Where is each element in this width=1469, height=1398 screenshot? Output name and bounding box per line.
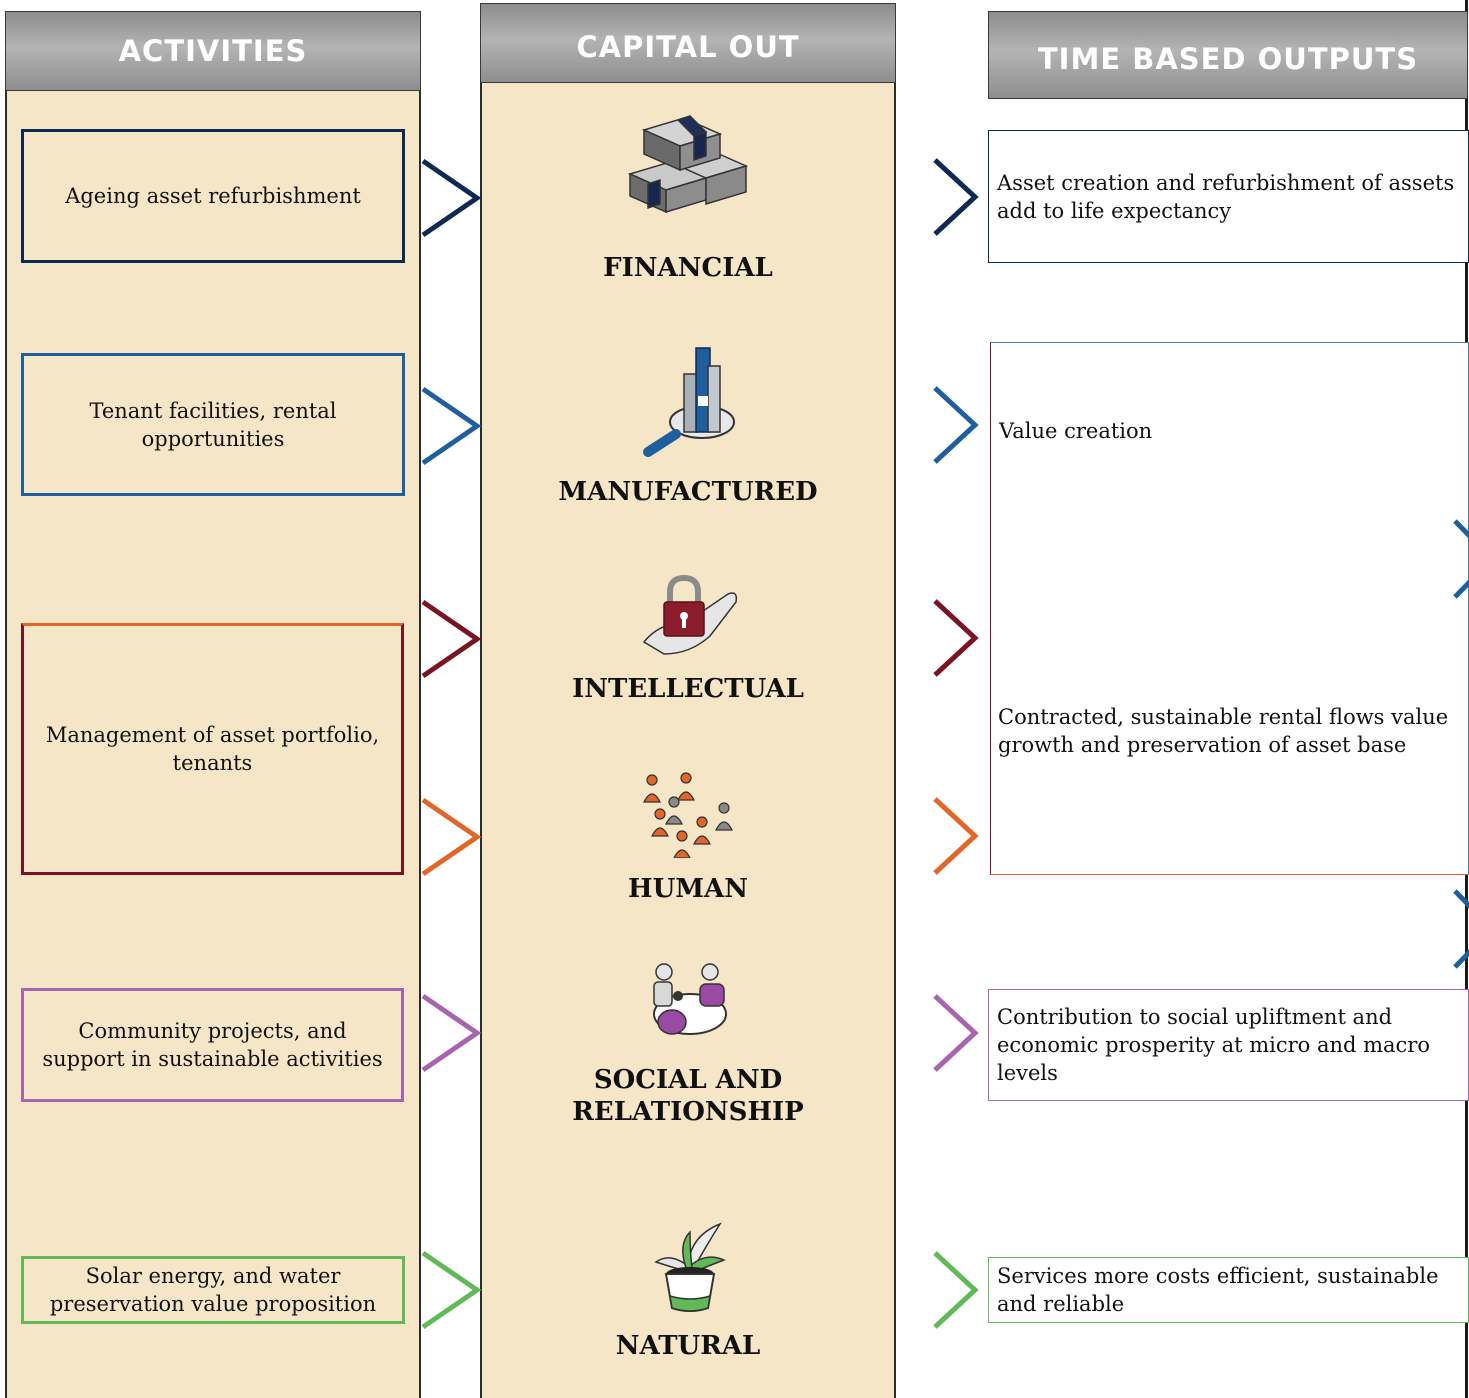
chevron-right-icon bbox=[1453, 519, 1469, 599]
plant-pot-icon bbox=[654, 1222, 726, 1312]
activity-text: Community projects, and support in susta… bbox=[42, 1019, 383, 1071]
activity-box-intellectual-human: Management of asset portfolio, tenants bbox=[21, 623, 404, 875]
chevron-right-icon bbox=[421, 599, 482, 679]
chevron-right-icon bbox=[933, 994, 979, 1072]
capital-label-manufactured: MANUFACTURED bbox=[558, 477, 818, 507]
output-box-financial: Asset creation and refurbishment of asse… bbox=[988, 130, 1469, 263]
chevron-right-icon bbox=[1453, 889, 1469, 969]
output-text: Services more costs efficient, sustainab… bbox=[997, 1264, 1439, 1316]
output-text: Asset creation and refurbishment of asse… bbox=[997, 170, 1455, 223]
activity-text: Ageing asset refurbishment bbox=[65, 184, 361, 208]
activity-box-social: Community projects, and support in susta… bbox=[21, 988, 404, 1102]
activity-box-financial: Ageing asset refurbishment bbox=[21, 129, 405, 263]
output-box-social: Contribution to social upliftment and ec… bbox=[988, 989, 1469, 1101]
capital-panel bbox=[480, 80, 896, 1398]
chevron-right-icon bbox=[933, 599, 979, 677]
activities-header: ACTIVITIES bbox=[5, 11, 421, 91]
output-text-intellectual: Contracted, sustainable rental flows val… bbox=[998, 705, 1449, 757]
activity-box-natural: Solar energy, and water preservation val… bbox=[21, 1256, 405, 1324]
building-magnifier-icon bbox=[643, 347, 735, 457]
capital-out-header: CAPITAL OUT bbox=[480, 3, 896, 83]
capital-label-intellectual: INTELLECTUAL bbox=[572, 674, 804, 704]
chevron-right-icon bbox=[421, 797, 482, 877]
chevron-right-icon bbox=[421, 993, 482, 1073]
chevron-right-icon bbox=[933, 158, 979, 236]
activity-text: Solar energy, and water preservation val… bbox=[49, 1264, 377, 1316]
people-meeting-icon bbox=[653, 963, 727, 1035]
capital-label-natural: NATURAL bbox=[615, 1331, 761, 1361]
output-text: Contribution to social upliftment and ec… bbox=[997, 1005, 1430, 1085]
capital-label-financial: FINANCIAL bbox=[603, 253, 773, 283]
chevron-right-icon bbox=[933, 797, 979, 875]
output-box-manufactured-intellectual-human: Value creation bbox=[990, 342, 1469, 875]
padlock-hand-icon bbox=[642, 574, 738, 655]
capital-label-human: HUMAN bbox=[628, 874, 748, 904]
time-based-outputs-header: TIME BASED OUTPUTS bbox=[988, 11, 1468, 99]
people-icon bbox=[643, 772, 733, 858]
activity-text: Management of asset portfolio, tenants bbox=[45, 723, 380, 775]
activity-box-manufactured: Tenant facilities, rental opportunities bbox=[21, 353, 405, 496]
chevron-right-icon bbox=[421, 386, 482, 466]
activities-panel bbox=[5, 88, 421, 1398]
activity-text: Tenant facilities, rental opportunities bbox=[89, 398, 337, 451]
output-box-natural: Services more costs efficient, sustainab… bbox=[988, 1257, 1469, 1323]
capital-label-social-and-relationship: SOCIAL AND RELATIONSHIP bbox=[572, 1065, 804, 1127]
chevron-right-icon bbox=[421, 1250, 482, 1330]
chevron-right-icon bbox=[933, 1251, 979, 1329]
money-stack-icon bbox=[627, 115, 749, 214]
chevron-right-icon bbox=[933, 386, 979, 464]
output-text: Value creation bbox=[999, 419, 1153, 443]
chevron-right-icon bbox=[421, 158, 482, 238]
